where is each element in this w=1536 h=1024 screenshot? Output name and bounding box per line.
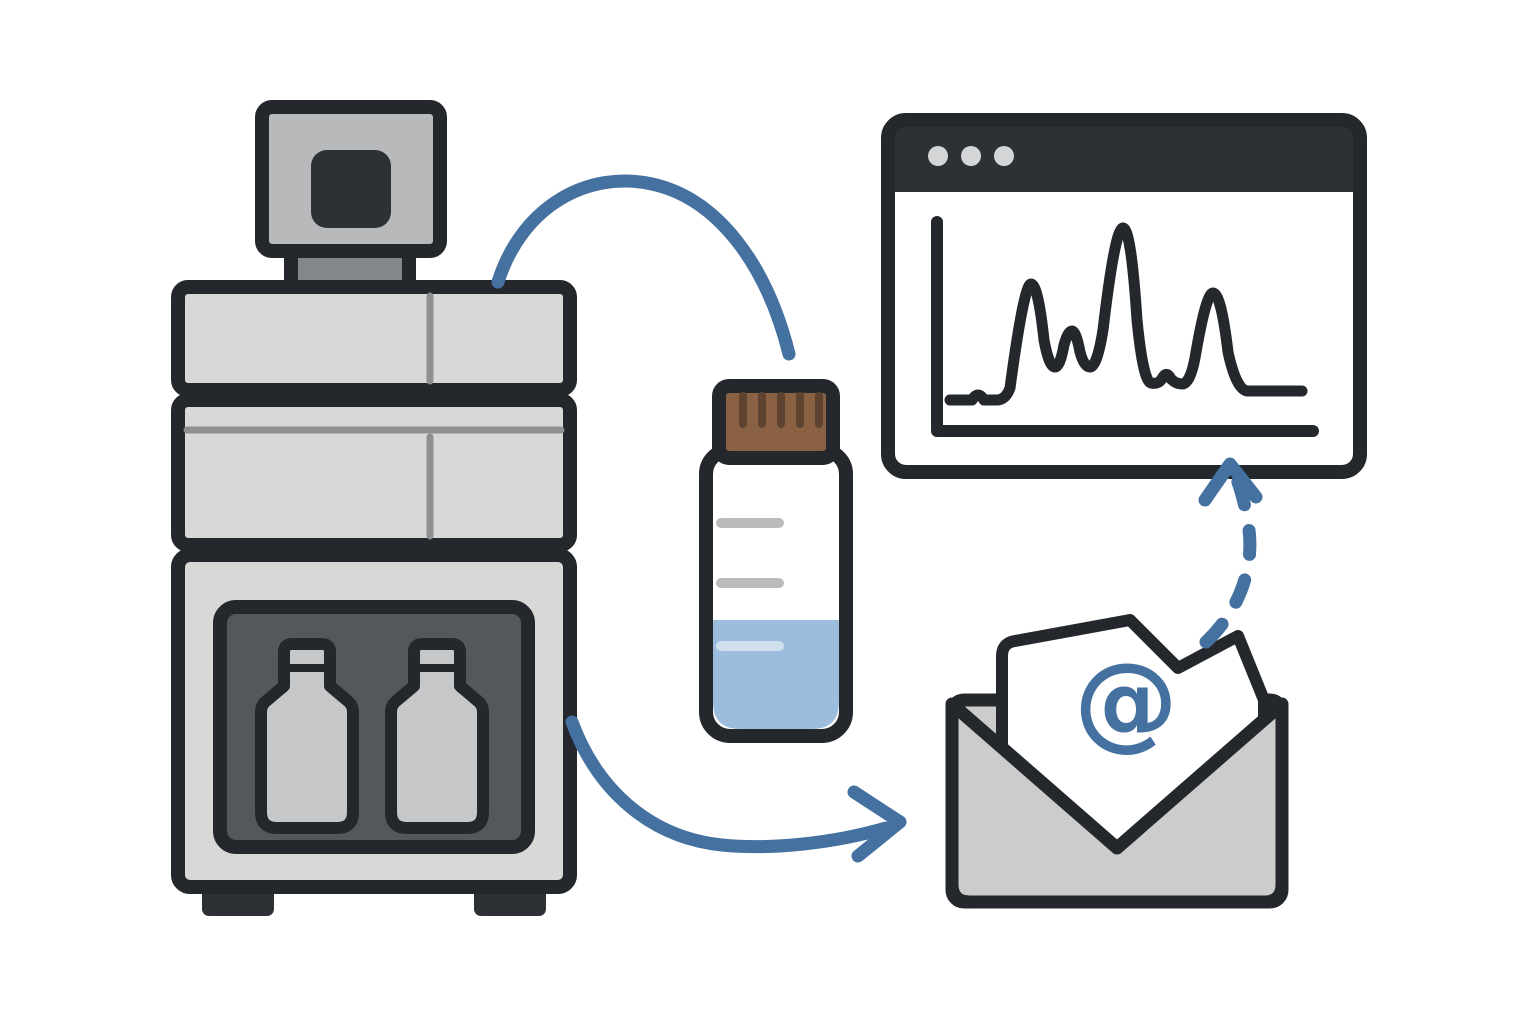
reagent-bottle <box>385 638 489 834</box>
chromatogram-browser-icon <box>881 113 1367 479</box>
module-top <box>171 280 577 397</box>
monitor-screen <box>311 150 391 228</box>
vial-cap <box>712 379 840 465</box>
dashed-arrow-curve <box>1199 465 1257 649</box>
chromatogram-axes <box>931 216 1319 437</box>
module-middle <box>171 393 577 552</box>
arrow-instrument-to-envelope <box>565 715 907 863</box>
module-stack <box>171 280 577 552</box>
vial-cap-ridges <box>739 392 823 428</box>
window-dot <box>961 146 981 166</box>
vial-liquid <box>713 620 839 729</box>
arrowhead <box>1198 457 1263 507</box>
arrowhead <box>847 785 907 863</box>
bottle-body <box>385 638 489 834</box>
window-dot <box>928 146 948 166</box>
email-envelope-icon: @ <box>945 614 1289 909</box>
instrument-monitor <box>255 100 447 258</box>
hplc-instrument-icon <box>171 100 577 916</box>
chromatogram-trace <box>944 222 1308 406</box>
arrow-instrument-to-vial <box>491 174 796 361</box>
sample-vial-icon <box>699 379 853 743</box>
arrow-curve <box>565 715 893 854</box>
window-dot <box>994 146 1014 166</box>
at-symbol: @ <box>1074 640 1178 762</box>
reagent-bottle <box>255 638 359 834</box>
sample-chamber <box>171 548 577 916</box>
arrow-curve <box>491 174 796 361</box>
envelope-front <box>945 697 1289 909</box>
bottle-body <box>255 638 359 834</box>
browser-frame <box>881 113 1367 479</box>
arrow-email-to-browser <box>1198 457 1263 649</box>
vial-graduation-marks <box>716 518 784 651</box>
browser-titlebar <box>888 120 1360 192</box>
window-control-dots <box>928 146 1014 166</box>
